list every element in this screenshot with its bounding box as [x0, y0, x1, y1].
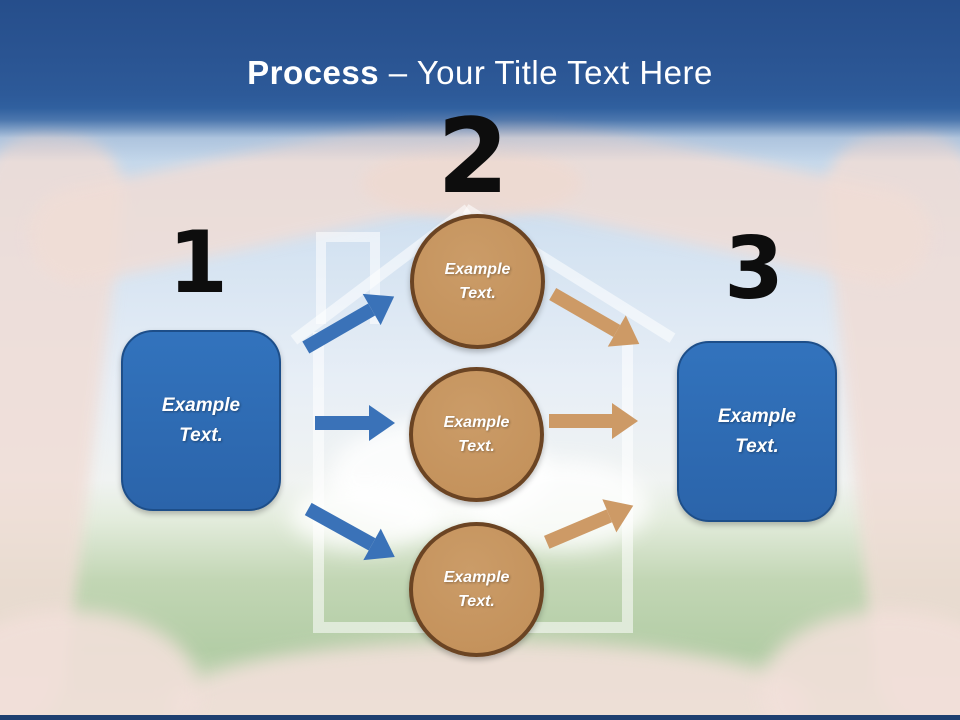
orange-arrow-down-right-icon [544, 278, 649, 360]
blue-arrow-up-right-icon [297, 280, 404, 363]
left-box-label-line1: Example [161, 395, 241, 417]
header-band [0, 0, 960, 165]
left-box-label-line2: Text. [179, 424, 223, 446]
right-box-label-line1: Example [717, 406, 797, 428]
step-number-2: 2 [437, 97, 509, 217]
slide-title-emphasis: Process [247, 54, 380, 91]
arrow-shaft [302, 303, 376, 354]
circle-bottom-label-line2: Text. [458, 592, 495, 610]
right-process-box: Example Text. [677, 341, 837, 522]
bottom-left-hand-image [0, 610, 200, 720]
left-arm-image [0, 123, 132, 720]
right-box-label-line2: Text. [735, 435, 779, 457]
slide-title: Process – Your Title Text Here [0, 54, 960, 92]
bottom-right-hand-image [760, 610, 960, 720]
orange-arrow-right-icon [549, 403, 638, 439]
blue-arrow-down-right-icon [299, 493, 404, 573]
arrow-shaft [304, 502, 376, 551]
circle-top-label-line2: Text. [459, 284, 496, 302]
blue-arrow-right-icon [315, 405, 395, 441]
footer-band [0, 715, 960, 720]
arrow-shaft [315, 416, 369, 430]
circle-middle-label-line2: Text. [458, 437, 495, 455]
circle-middle-label-line1: Example [443, 413, 510, 431]
slide-title-text: – Your Title Text Here [379, 54, 713, 91]
step-number-3: 3 [724, 219, 784, 319]
arrow-head [602, 489, 641, 533]
arrow-head [612, 403, 638, 439]
step-number-1: 1 [168, 213, 228, 313]
circle-bottom-label-line1: Example [443, 568, 510, 586]
right-arm-image [819, 123, 960, 720]
center-circle-top: Example Text. [410, 214, 545, 349]
center-circle-middle: Example Text. [409, 367, 544, 502]
arrow-shaft [544, 509, 613, 549]
circle-top-label-line1: Example [444, 260, 511, 278]
arrow-shaft [549, 287, 621, 338]
orange-arrow-up-right-icon [540, 489, 641, 559]
left-process-box: Example Text. [121, 330, 281, 511]
arrow-head [369, 405, 395, 441]
center-circle-bottom: Example Text. [409, 522, 544, 657]
arrow-shaft [549, 414, 612, 428]
